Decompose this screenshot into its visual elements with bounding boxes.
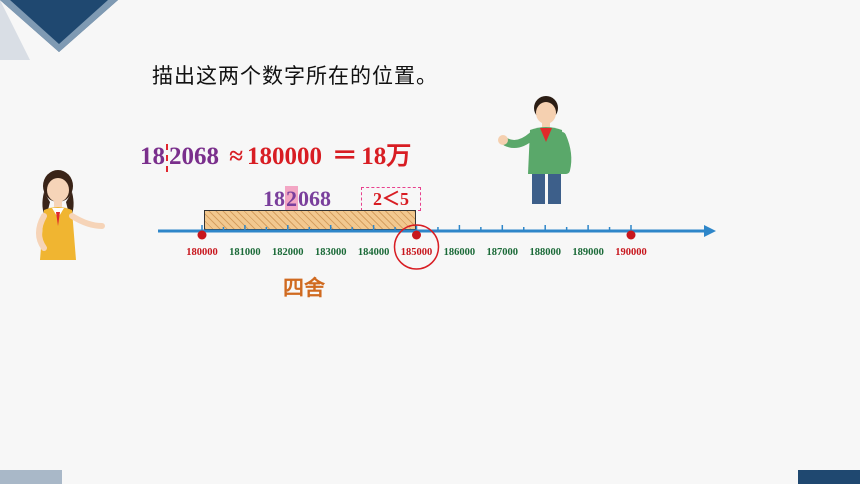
instruction-text: 描出这两个数字所在的位置。 [152, 64, 438, 88]
number-prefix: 18 [263, 186, 285, 211]
tick-label: 180000 [186, 247, 218, 258]
tick-label: 187000 [486, 247, 519, 258]
tick-label: 189000 [572, 247, 604, 258]
boy-illustration [498, 96, 572, 204]
tick-label: 181000 [229, 247, 261, 258]
tick-label: 185000 [400, 247, 433, 258]
corner-decoration [0, 0, 118, 60]
number-with-highlight: 182068 [263, 185, 331, 213]
number-line-arrow [704, 225, 716, 237]
equation-number-right: 2068 [169, 143, 219, 170]
result-value: 18万 [361, 143, 412, 170]
marked-point [412, 230, 421, 240]
marked-point [197, 230, 207, 240]
tick-label: 190000 [615, 247, 647, 258]
tick-label: 183000 [314, 247, 347, 258]
equals-symbol: ＝ [332, 143, 358, 170]
tick-label: 186000 [443, 247, 476, 258]
girl-illustration [36, 170, 105, 260]
highlighted-range-box [204, 210, 416, 230]
tick-label: 188000 [529, 247, 561, 258]
marked-point [626, 230, 636, 240]
tick-label: 182000 [272, 247, 304, 258]
equation-number-left: 18 [140, 143, 165, 170]
number-suffix: 068 [298, 186, 331, 211]
rounded-value: 180000 [246, 143, 322, 170]
footer-bar-left [0, 470, 62, 484]
highlighted-digit: 2 [285, 186, 298, 211]
footer-bar-right [798, 470, 860, 484]
circled-value-ring [393, 224, 440, 270]
number-line [158, 224, 716, 270]
caption-text: 四舍 [283, 276, 325, 300]
tick-label: 184000 [357, 247, 390, 258]
rounding-cut-marker [166, 144, 168, 173]
approx-symbol: ≈ [229, 143, 243, 170]
